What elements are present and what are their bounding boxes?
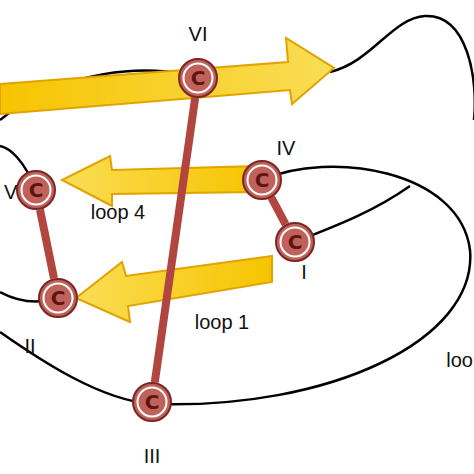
cysteine-circle: C [178, 58, 218, 98]
backbone [0, 16, 474, 404]
disulfide-bond [271, 198, 285, 225]
cysteine-circle: C [242, 160, 282, 200]
residue-letter: C [38, 278, 78, 318]
beta-strand [0, 38, 334, 114]
beta-strand [62, 156, 258, 206]
disulfide-bond [155, 98, 195, 382]
residue-label: III [144, 446, 161, 466]
residue-letter: C [132, 382, 172, 422]
cysteine-circle: C [38, 278, 78, 318]
residue-letter: C [178, 58, 218, 98]
residue-letter: C [242, 160, 282, 200]
cysteine-circle: C [132, 382, 172, 422]
residue-label: VI [189, 24, 208, 44]
residue-letter: C [16, 170, 56, 210]
residue-label: loop 4 [91, 202, 146, 222]
residue-label: IV [277, 138, 296, 158]
disulfide-bond [40, 210, 54, 279]
residue-label: V [4, 182, 17, 202]
cysteine-circle: C [275, 222, 315, 262]
residue-label: I [301, 262, 307, 282]
residue-label: II [24, 336, 35, 356]
residue-letter: C [275, 222, 315, 262]
residue-label: loo [446, 350, 473, 370]
residue-label: loop 1 [195, 312, 250, 332]
cysteine-circle: C [16, 170, 56, 210]
